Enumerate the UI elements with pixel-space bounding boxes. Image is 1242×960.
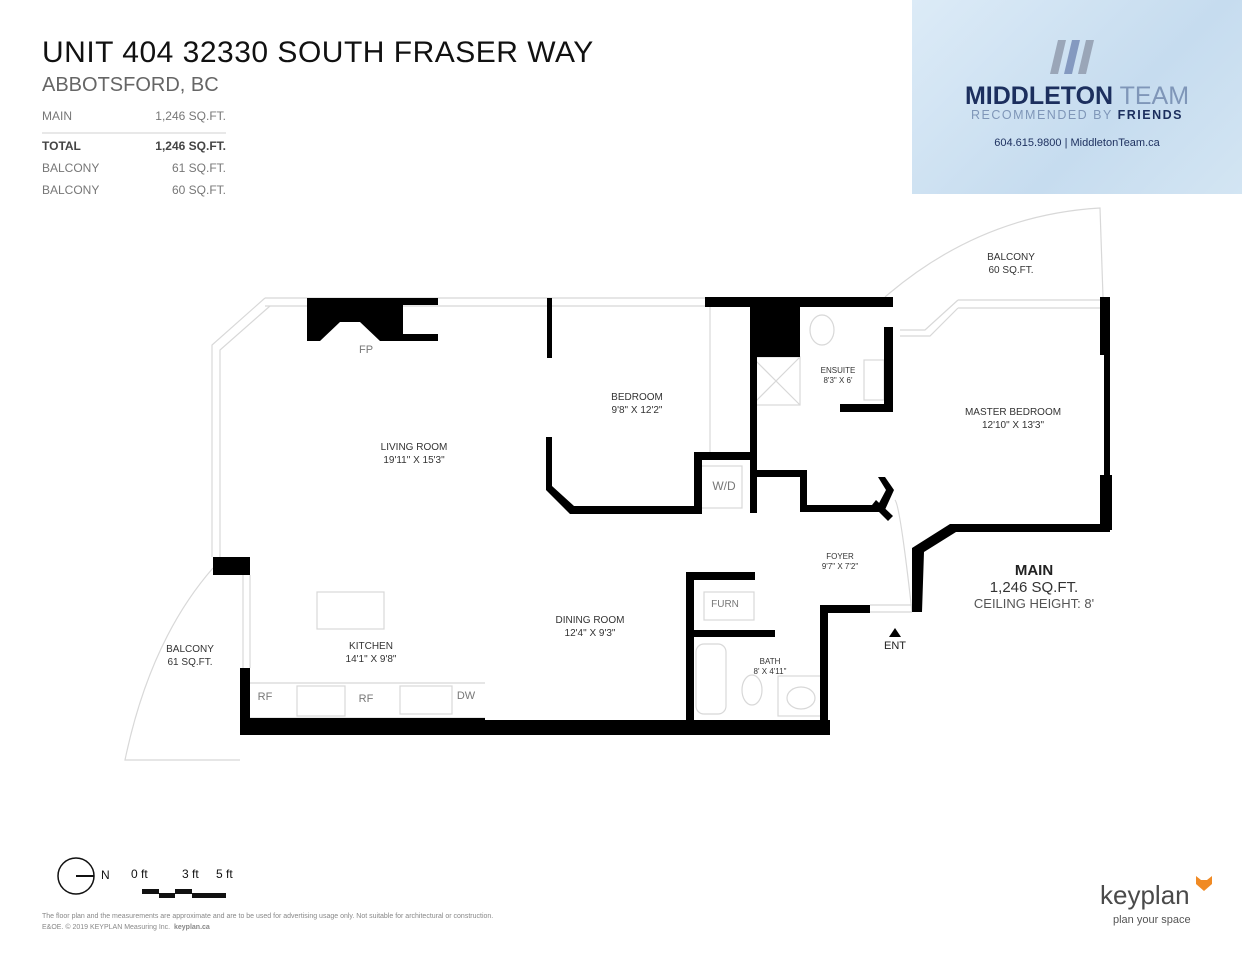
furnace-label: FURN	[711, 599, 739, 610]
fireplace-label: FP	[358, 344, 374, 356]
main-floor-summary: MAIN 1,246 SQ.FT. CEILING HEIGHT: 8'	[973, 562, 1095, 611]
walls	[213, 297, 1112, 735]
fridge-label: RF	[257, 691, 273, 703]
fox-logo-icon	[1196, 876, 1212, 891]
area-label: TOTAL	[42, 139, 81, 153]
area-row-balcony: BALCONY 61 SQ.FT.	[42, 161, 226, 175]
area-label: BALCONY	[42, 161, 100, 175]
entrance-label: ENT	[884, 640, 906, 652]
scale-tick-0: 0 ft	[131, 867, 148, 881]
area-value: 1,246 SQ.FT.	[155, 109, 226, 123]
area-value: 1,246 SQ.FT.	[155, 139, 226, 153]
north-label: N	[101, 868, 110, 882]
area-row-total: TOTAL 1,246 SQ.FT.	[42, 139, 226, 153]
area-row-balcony: BALCONY 60 SQ.FT.	[42, 183, 226, 197]
area-value: 61 SQ.FT.	[171, 161, 226, 175]
middleton-team-banner: MIDDLETON TEAM RECOMMENDED BY FRIENDS 60…	[912, 0, 1242, 194]
footer-disclaimer: The floor plan and the measurements are …	[42, 913, 494, 931]
keyplan-tagline: plan your space	[1113, 914, 1191, 926]
scale-tick-5: 5 ft	[216, 867, 233, 881]
keyplan-logo: keyplan	[1100, 880, 1190, 910]
fridge-label: RF	[358, 693, 374, 705]
brand-contact: 604.615.9800 | MiddletonTeam.ca	[994, 137, 1160, 149]
brand-tagline: RECOMMENDED BY FRIENDS	[971, 108, 1183, 122]
windows-and-balconies	[124, 207, 1104, 761]
brand-name: MIDDLETON TEAM	[964, 82, 1190, 110]
area-label: BALCONY	[42, 183, 100, 197]
area-value: 60 SQ.FT.	[171, 183, 226, 197]
scale-bar	[142, 889, 226, 898]
page-title: UNIT 404 32330 SOUTH FRASER WAY	[42, 36, 594, 69]
north-arrow-icon	[57, 857, 95, 895]
divider	[42, 132, 226, 134]
page-subtitle: ABBOTSFORD, BC	[42, 74, 219, 96]
washer-dryer-label: W/D	[712, 479, 736, 493]
keyplan-link[interactable]: keyplan.ca	[174, 924, 210, 931]
scale-tick-3: 3 ft	[182, 867, 199, 881]
dishwasher-label: DW	[456, 690, 476, 702]
area-label: MAIN	[42, 109, 72, 123]
middleton-logo-icon	[1050, 40, 1094, 74]
area-row-main: MAIN 1,246 SQ.FT.	[42, 109, 226, 123]
